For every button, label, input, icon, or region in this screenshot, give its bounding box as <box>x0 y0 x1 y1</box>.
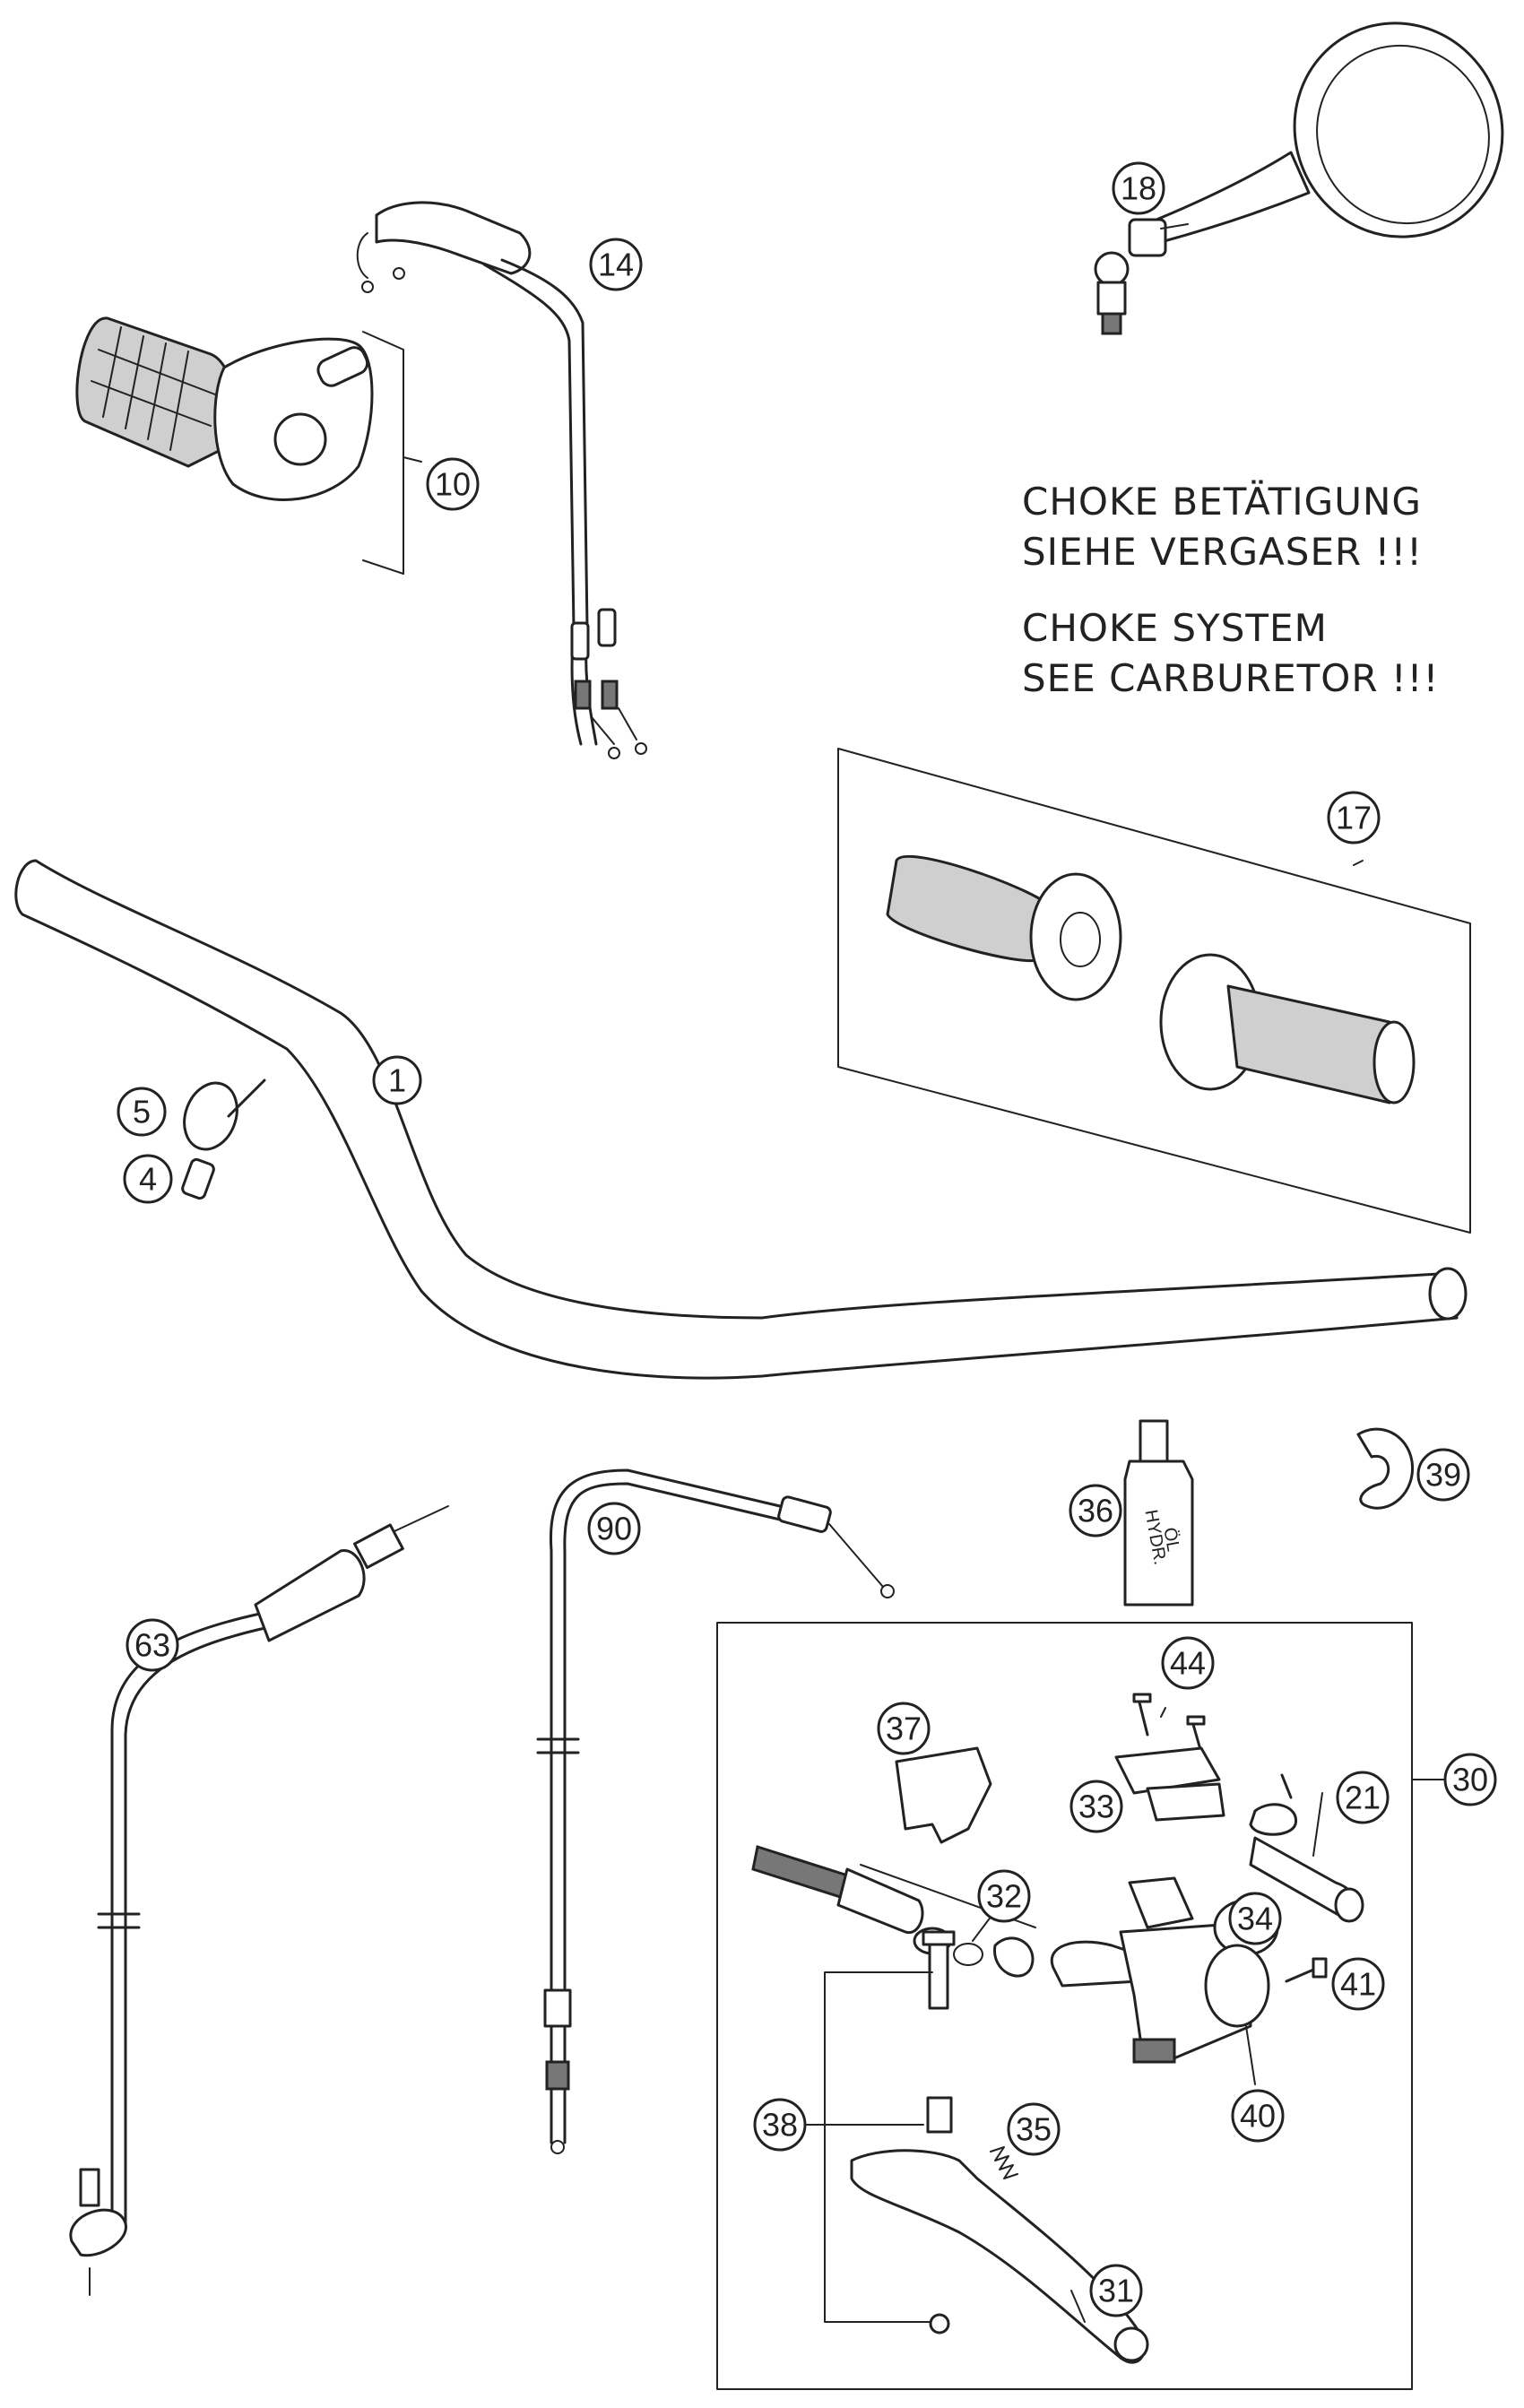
callout-14: 14 <box>589 238 643 291</box>
svg-text:5: 5 <box>133 1094 151 1130</box>
svg-text:37: 37 <box>886 1711 922 1747</box>
svg-text:63: 63 <box>134 1627 170 1664</box>
svg-text:38: 38 <box>762 2107 798 2144</box>
svg-text:41: 41 <box>1340 1966 1376 2003</box>
clamp-part <box>1356 1427 1415 1510</box>
callout-38: 38 <box>753 2098 807 2152</box>
svg-text:39: 39 <box>1425 1457 1461 1494</box>
callout-21: 21 <box>1336 1771 1390 1824</box>
svg-text:35: 35 <box>1016 2111 1052 2148</box>
callout-36: 36 <box>1069 1484 1122 1537</box>
callout-17: 17 <box>1327 791 1381 845</box>
callout-63: 63 <box>126 1618 179 1672</box>
mirror-part <box>1094 22 1504 335</box>
choke-note-en-line2: SEE CARBURETOR !!! <box>1022 656 1440 700</box>
callout-34: 34 <box>1228 1892 1282 1945</box>
choke-note-de-line2: SIEHE VERGASER !!! <box>1022 530 1424 574</box>
svg-text:32: 32 <box>986 1878 1022 1915</box>
callout-39: 39 <box>1416 1448 1470 1502</box>
callout-5: 5 <box>117 1087 167 1137</box>
svg-text:30: 30 <box>1452 1762 1488 1798</box>
svg-text:1: 1 <box>388 1062 406 1099</box>
callout-32: 32 <box>977 1869 1031 1923</box>
choke-note-english: CHOKE SYSTEM SEE CARBURETOR !!! <box>1022 603 1439 704</box>
callout-10: 10 <box>426 457 480 511</box>
svg-text:33: 33 <box>1078 1789 1114 1825</box>
svg-text:17: 17 <box>1336 800 1372 836</box>
svg-text:10: 10 <box>435 466 471 503</box>
bottle-label-line2: ÖL <box>1159 1526 1182 1553</box>
svg-text:4: 4 <box>139 1161 157 1198</box>
choke-note-german: CHOKE BETÄTIGUNG SIEHE VERGASER !!! <box>1022 477 1423 577</box>
svg-text:36: 36 <box>1078 1493 1113 1529</box>
svg-text:18: 18 <box>1121 170 1156 207</box>
callout-18: 18 <box>1112 161 1165 215</box>
grips-set <box>837 748 1471 1234</box>
callout-44: 44 <box>1161 1636 1215 1690</box>
throttle-grip-assembly <box>75 316 422 575</box>
choke-note-de-line1: CHOKE BETÄTIGUNG <box>1022 480 1422 524</box>
master-cylinder-kit <box>716 1622 1444 2390</box>
cable-part <box>536 1468 895 2154</box>
speedo-cable-part <box>69 1505 449 2296</box>
callout-40: 40 <box>1231 2089 1285 2143</box>
callout-1: 1 <box>372 1055 422 1105</box>
throttle-cables <box>356 201 647 759</box>
svg-text:44: 44 <box>1170 1645 1206 1682</box>
hydraulic-oil-bottle: HYDR. ÖL <box>1123 1419 1194 1607</box>
svg-text:40: 40 <box>1240 2098 1276 2135</box>
svg-text:14: 14 <box>598 247 634 283</box>
cable-tie-part <box>183 1078 266 1151</box>
callout-35: 35 <box>1007 2102 1061 2156</box>
callout-30: 30 <box>1443 1753 1497 1806</box>
svg-text:21: 21 <box>1345 1780 1381 1816</box>
callout-33: 33 <box>1069 1780 1123 1833</box>
callout-31: 31 <box>1089 2264 1143 2317</box>
callout-41: 41 <box>1331 1957 1385 2011</box>
plug-part <box>181 1157 215 1200</box>
handlebar-part <box>14 859 1468 1380</box>
callout-90: 90 <box>587 1502 641 1555</box>
callout-37: 37 <box>877 1702 931 1755</box>
svg-text:90: 90 <box>596 1511 632 1547</box>
svg-text:31: 31 <box>1098 2273 1134 2309</box>
svg-text:34: 34 <box>1237 1901 1273 1937</box>
choke-note-en-line1: CHOKE SYSTEM <box>1022 606 1328 650</box>
callout-4: 4 <box>123 1154 173 1204</box>
